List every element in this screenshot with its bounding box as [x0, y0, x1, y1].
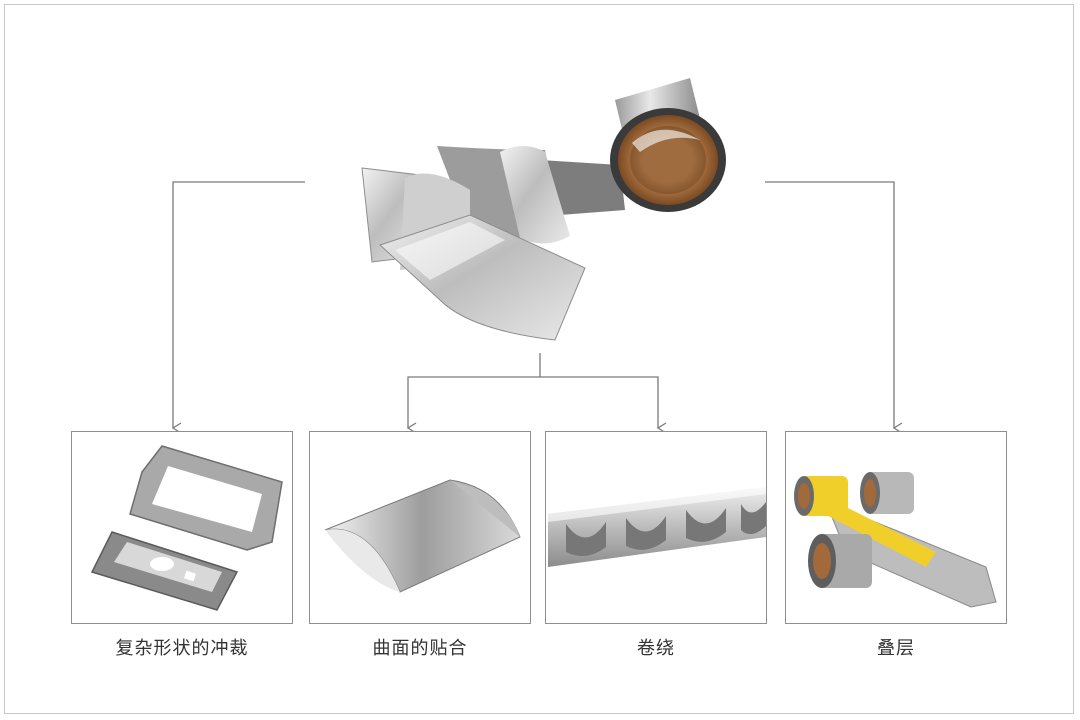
spiral-wrap-icon — [548, 487, 766, 567]
connector-center-right — [540, 376, 667, 434]
label-curved-surface: 曲面的贴合 — [372, 638, 468, 659]
connector-left — [171, 181, 305, 434]
die-cut-parts-icon — [90, 445, 283, 611]
label-laminate: 叠层 — [877, 638, 915, 659]
label-spiral-wrap: 卷绕 — [637, 638, 675, 659]
label-die-cut: 复杂形状的冲裁 — [115, 638, 249, 659]
laminate-rolls-icon — [794, 472, 997, 608]
panel-curved-surface — [309, 431, 531, 624]
curved-surface-icon — [324, 479, 521, 593]
outer-frame — [4, 4, 1074, 714]
panel-spiral-wrap — [545, 431, 767, 624]
connector-right — [765, 181, 903, 434]
panel-laminate — [785, 431, 1007, 624]
connector-center-left — [406, 376, 540, 434]
panel-die-cut — [71, 431, 293, 624]
